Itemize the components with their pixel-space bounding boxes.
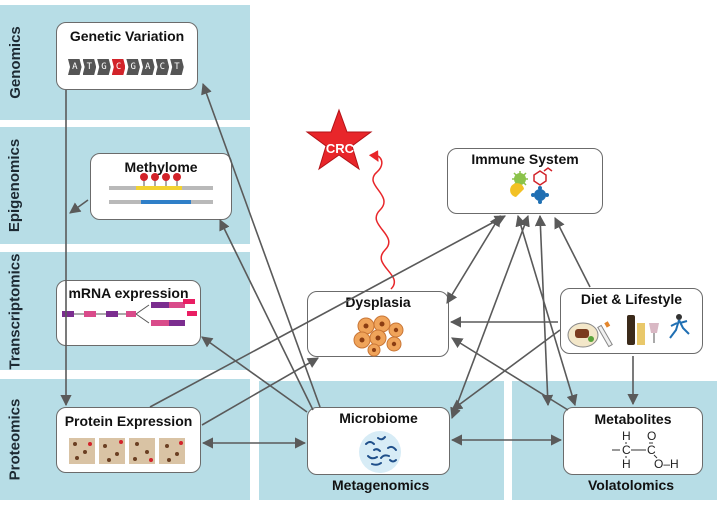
metabolites-title: Metabolites: [594, 411, 672, 427]
dna-base: A: [140, 59, 155, 75]
microbiome-to-mrna-arrow: [201, 336, 308, 413]
atom-h-bottom: H: [622, 457, 631, 471]
immune-cells-icon: [510, 167, 553, 204]
metabolites-node: Metabolites H O C C H O–H: [563, 407, 703, 475]
dna-sequence: A T G C G A C T: [68, 59, 186, 75]
dna-base: T: [82, 59, 97, 75]
genetic-variation-title: Genetic Variation: [69, 28, 185, 44]
dna-base: G: [126, 59, 140, 75]
dna-base: G: [97, 59, 111, 75]
cell-cluster-icon: [353, 315, 404, 357]
microbiome-node: Microbiome: [307, 407, 450, 475]
protein-to-dysplasia-arrow: [201, 357, 319, 426]
atom-oh: O–H: [654, 457, 679, 471]
metagenomics-label: Metagenomics: [332, 477, 430, 493]
immune-to-microbiome-arrow-2: [534, 214, 554, 407]
bond-lines: [612, 442, 658, 459]
protein-to-immune-arrow: [149, 215, 506, 408]
diet-to-immune-arrow: [554, 217, 591, 288]
dysplasia-to-crc-arrow: [368, 150, 395, 290]
methylome-node: Methylome: [90, 153, 232, 220]
microbiome-title: Microbiome: [339, 410, 418, 426]
genetic-variation-node: Genetic Variation A T G C G A C T: [56, 22, 198, 90]
methylome-title: Methylome: [124, 159, 198, 175]
atom-h-top: H: [622, 429, 631, 443]
diet-lifestyle-title: Diet & Lifestyle: [580, 291, 683, 307]
mrna-to-methylome-arrow: [69, 199, 89, 214]
splicing-icon: [62, 299, 197, 326]
microbiome-to-methylome-arrow: [219, 218, 314, 411]
dna-base: C: [155, 59, 170, 75]
immune-system-title: Immune System: [471, 151, 579, 167]
immune-dysplasia-arrow: [446, 215, 501, 304]
metabolite-structure: H O C C H O–H: [564, 408, 704, 476]
microbiome-icon: [359, 431, 401, 473]
crc-label: CRC: [325, 141, 355, 156]
dysplasia-title: Dysplasia: [345, 294, 411, 310]
atom-o-top: O: [647, 429, 657, 443]
protein-expression-node: Protein Expression: [56, 407, 201, 473]
atom-c-right: C: [647, 443, 656, 457]
dna-base: T: [170, 59, 184, 75]
crc-star: [305, 108, 373, 171]
atom-c-left: C: [622, 443, 631, 457]
microbiome-to-genetic-arrow: [201, 82, 321, 408]
immune-microbiome-arrow: [450, 214, 530, 420]
diet-to-microbiome-arrow: [451, 329, 561, 411]
methylation-icon: [109, 173, 213, 204]
protein-gel-icon: [69, 438, 185, 464]
protein-expression-title: Protein Expression: [64, 413, 193, 429]
mrna-expression-title: mRNA expression: [68, 285, 189, 301]
volatolomics-label: Volatolomics: [588, 477, 675, 493]
dna-base: A: [68, 59, 82, 75]
dysplasia-node: Dysplasia: [307, 291, 449, 357]
mrna-expression-node: mRNA expression: [56, 280, 201, 346]
dna-base: C: [111, 59, 126, 75]
immune-system-node: Immune System: [447, 148, 603, 214]
